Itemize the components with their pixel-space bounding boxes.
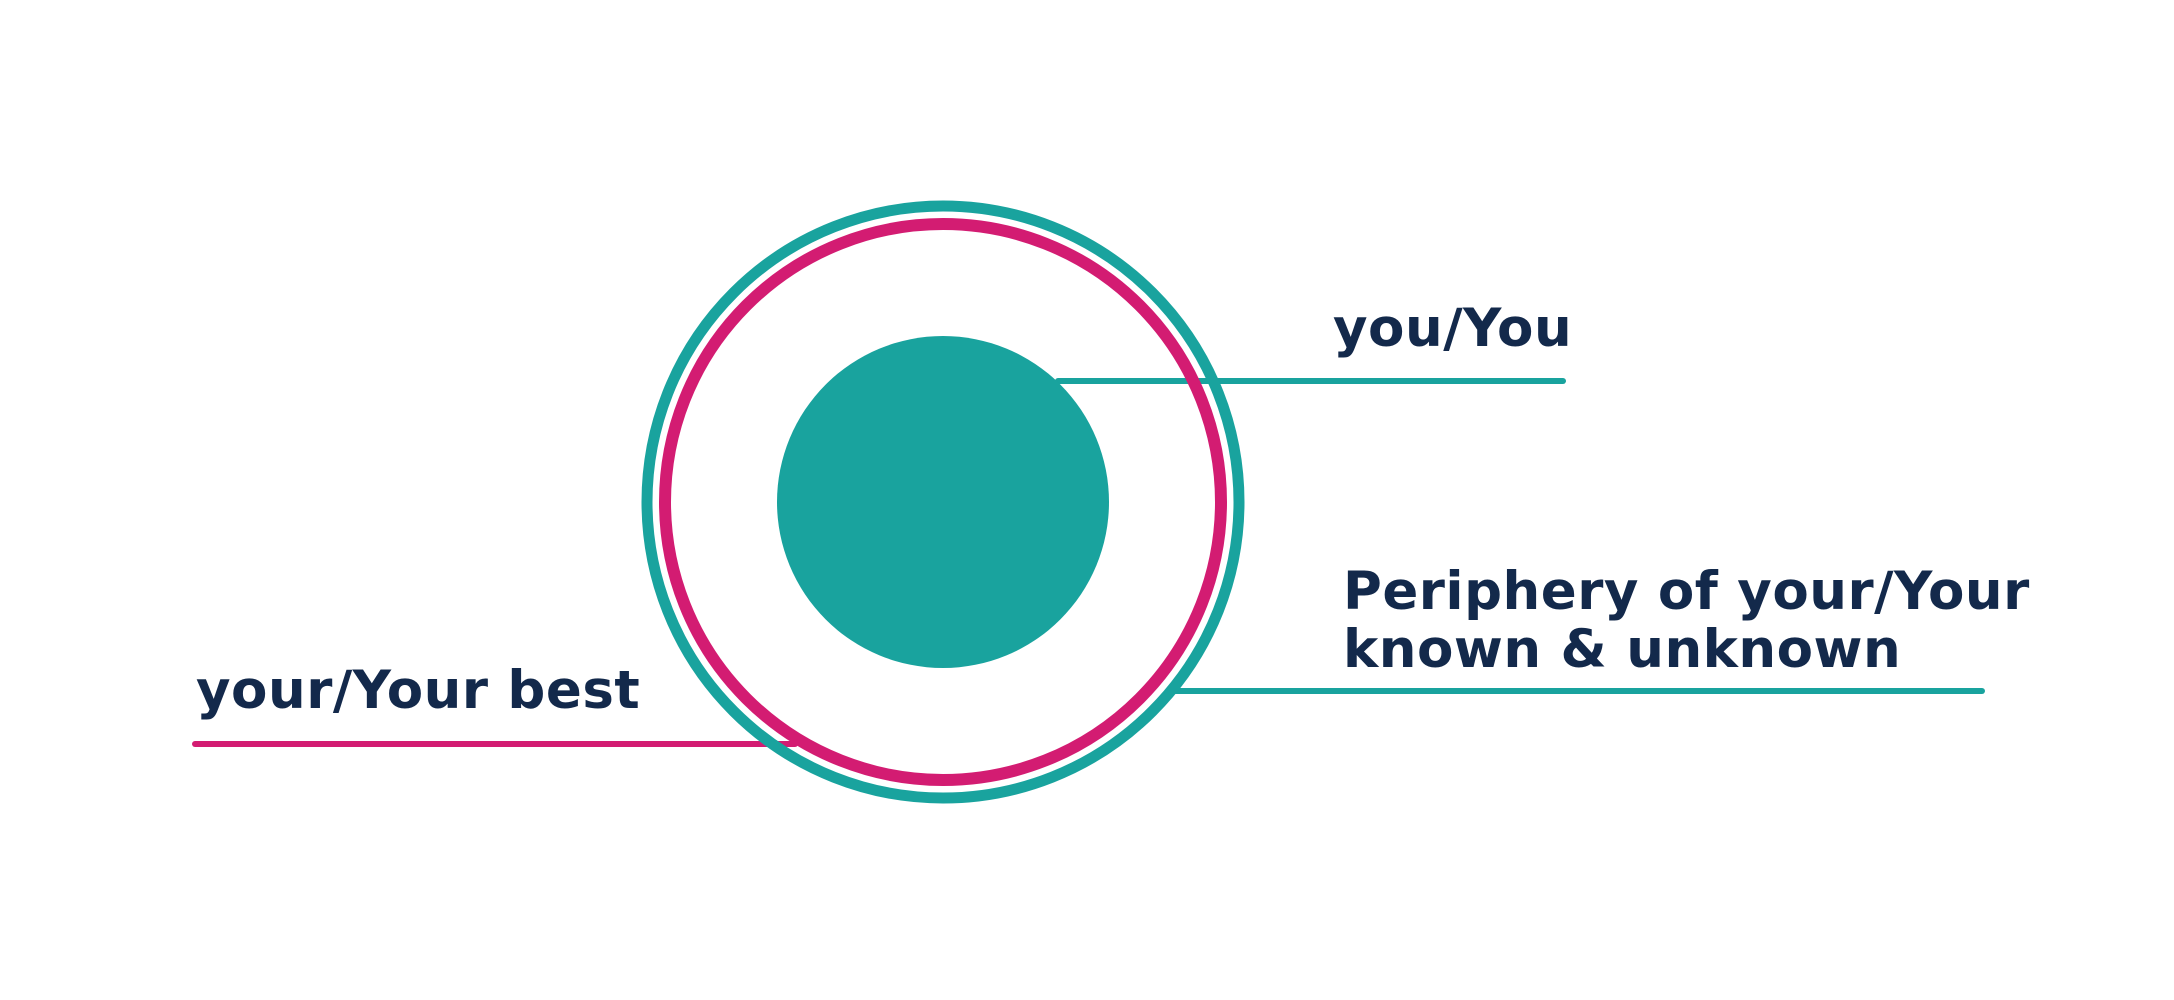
periphery-label-line-2: known & unknown: [1343, 619, 1902, 681]
best-ring: [659, 218, 1227, 786]
periphery-label: Periphery of your/Your known & unknown: [1343, 561, 2030, 681]
periphery-label-line-1: Periphery of your/Your: [1343, 561, 2030, 622]
you-label: you/You: [1333, 298, 1573, 359]
best-label: your/Your best: [196, 660, 641, 721]
outer-periphery-ring: [641, 200, 1245, 804]
you-core-circle: [777, 336, 1109, 668]
